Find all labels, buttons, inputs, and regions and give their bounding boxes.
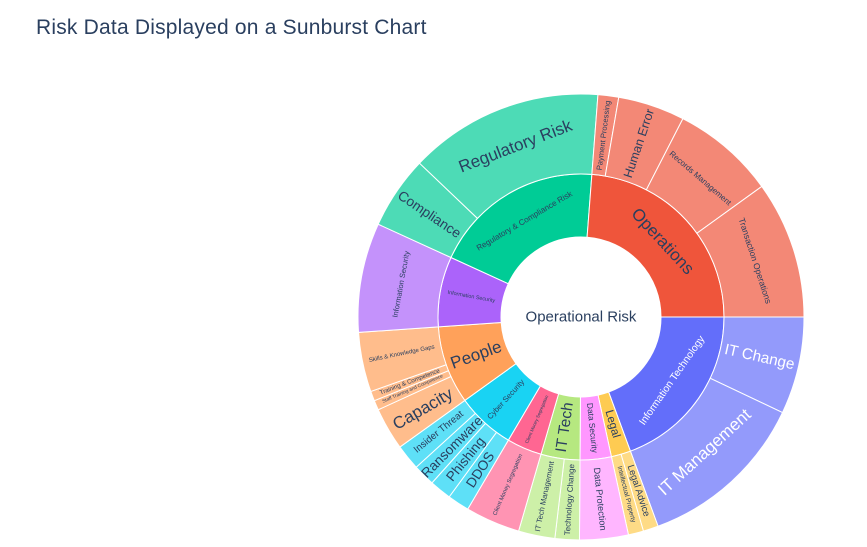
sector-outer-transaction[interactable] <box>696 185 805 318</box>
chart-title: Risk Data Displayed on a Sunburst Chart <box>36 16 427 39</box>
root-sector[interactable] <box>501 237 661 397</box>
